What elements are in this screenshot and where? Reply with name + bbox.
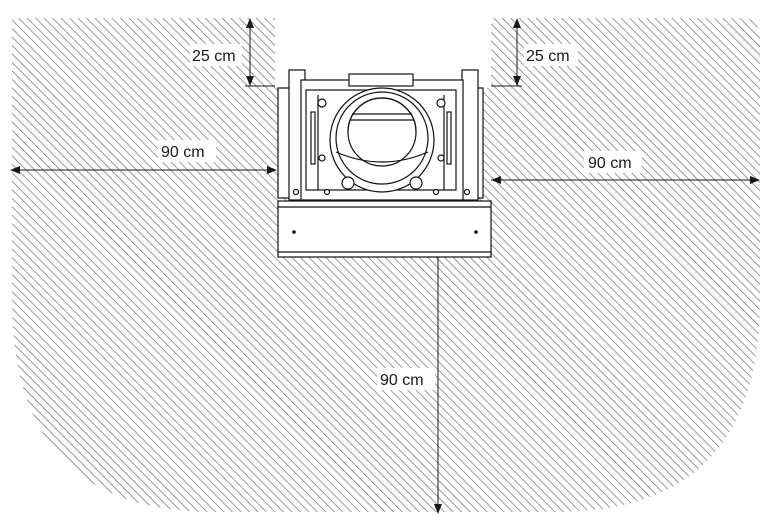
stove-front-tray: [277, 200, 492, 258]
stove: [277, 69, 492, 258]
label-top-right: 25 cm: [526, 48, 570, 65]
label-left: 90 cm: [161, 144, 205, 161]
dimension-top-right: 25 cm: [491, 18, 578, 87]
label-right: 90 cm: [588, 155, 632, 172]
dimension-left: 90 cm: [10, 140, 277, 174]
dimension-right: 90 cm: [491, 151, 760, 184]
dimension-front: 90 cm: [377, 257, 442, 514]
label-front: 90 cm: [380, 372, 424, 389]
label-top-left: 25 cm: [192, 48, 236, 65]
dimension-top-left: 25 cm: [190, 18, 275, 87]
